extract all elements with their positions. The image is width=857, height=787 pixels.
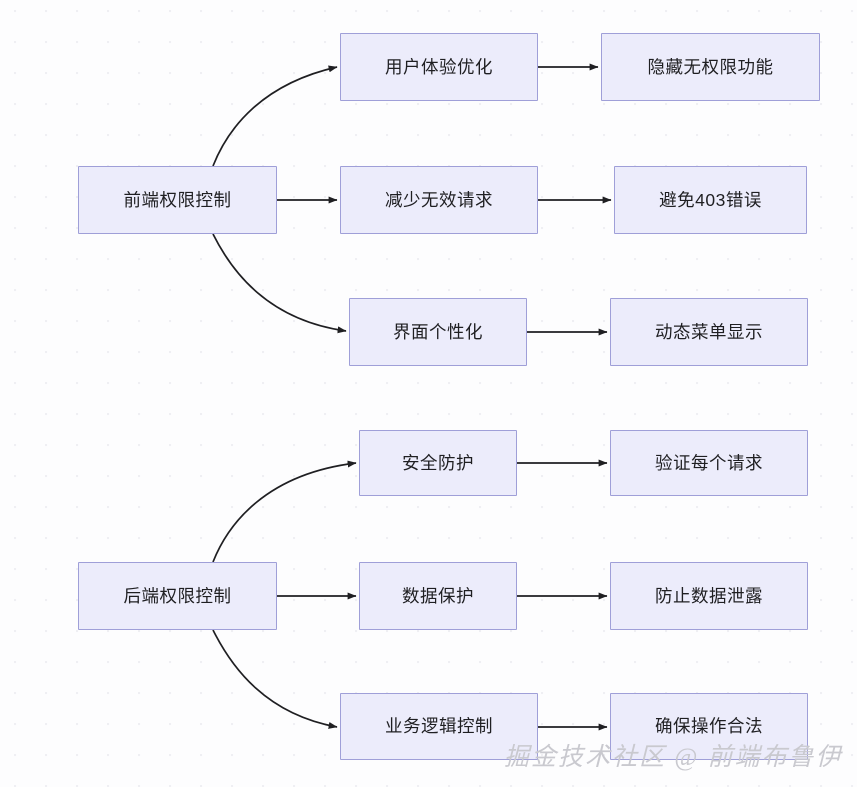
node-verify-every-request[interactable]: 验证每个请求 <box>610 430 808 496</box>
edge-n1-n6 <box>212 233 347 334</box>
node-reduce-invalid-requests[interactable]: 减少无效请求 <box>340 166 538 234</box>
node-avoid-403-errors[interactable]: 避免403错误 <box>614 166 807 234</box>
node-ui-personalization[interactable]: 界面个性化 <box>349 298 527 366</box>
node-hide-unauthorized-features[interactable]: 隐藏无权限功能 <box>601 33 820 101</box>
edge-n8-n13 <box>212 629 338 729</box>
node-ux-optimization[interactable]: 用户体验优化 <box>340 33 538 101</box>
node-ensure-legal-operation[interactable]: 确保操作合法 <box>610 693 808 760</box>
watermark: 掘金技术社区 @ 前端布鲁伊 <box>504 744 843 771</box>
edge-n8-n9 <box>212 460 357 563</box>
node-backend-permission-control[interactable]: 后端权限控制 <box>78 562 277 630</box>
node-business-logic-control[interactable]: 业务逻辑控制 <box>340 693 538 760</box>
node-data-protection[interactable]: 数据保护 <box>359 562 517 630</box>
node-dynamic-menu-display[interactable]: 动态菜单显示 <box>610 298 808 366</box>
node-frontend-permission-control[interactable]: 前端权限控制 <box>78 166 277 234</box>
edge-n1-n2 <box>212 65 338 167</box>
node-security-protection[interactable]: 安全防护 <box>359 430 517 496</box>
node-prevent-data-leak[interactable]: 防止数据泄露 <box>610 562 808 630</box>
